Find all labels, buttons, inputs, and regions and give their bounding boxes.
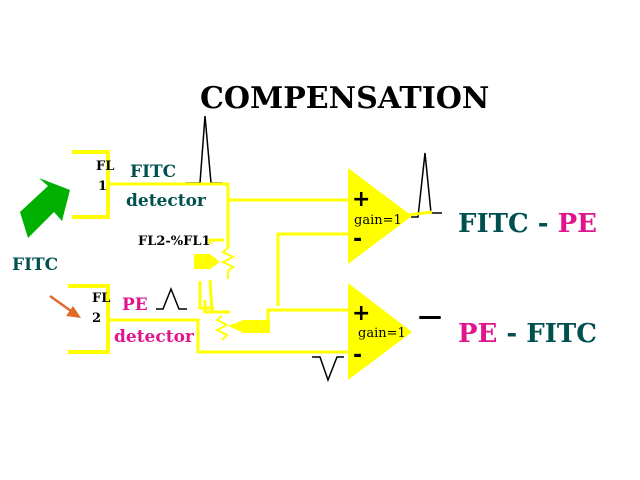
amp1-plus: + [352, 187, 370, 212]
amp2-plus: + [352, 301, 370, 326]
output-fitc-peak-icon [411, 152, 442, 218]
detector2-dye: PE [122, 295, 148, 315]
fitc-peak-icon [186, 115, 222, 184]
detector1-label: detector [126, 191, 207, 211]
fitc-light-arrow-icon [20, 178, 70, 238]
output2-pe: PE [458, 319, 497, 349]
detector1-fl-label: FL [96, 159, 114, 174]
detector1-fl-number: 1 [98, 179, 107, 194]
output1-label: FITC - PE [458, 209, 597, 239]
output2-fitc: FITC [526, 319, 597, 349]
amp2-output-dash: — [418, 302, 442, 330]
amplifier-2 [348, 283, 412, 380]
compensation-setting-label: FL2-%FL1 [138, 234, 211, 249]
pe-peak-icon [156, 286, 187, 310]
amplifier-1 [348, 168, 412, 264]
inverted-peak-icon [312, 356, 344, 383]
pe-light-arrow-shaft [49, 294, 72, 313]
detector1-dye: FITC [130, 162, 176, 182]
amp2-minus: - [353, 343, 362, 368]
pe-pointer-arrowhead [228, 320, 244, 333]
wiring [108, 182, 433, 354]
input-fitc-label: FITC [12, 255, 58, 275]
fl2-pointer-arrow [194, 254, 220, 269]
output1-separator: - [529, 209, 558, 239]
diagram-title: COMPENSATION [200, 81, 489, 116]
output1-fitc: FITC [458, 209, 529, 239]
pe-pointer-arrow-body [242, 320, 270, 333]
pe-light-arrow-icon [66, 306, 81, 318]
amp1-minus: - [353, 227, 362, 252]
output2-separator: - [497, 319, 526, 349]
output2-label: PE - FITC [458, 319, 597, 349]
resistor-2-icon [214, 315, 230, 341]
amp2-gain: gain=1 [358, 326, 406, 341]
output1-pe: PE [558, 209, 597, 239]
detector2-fl-number: 2 [92, 311, 101, 326]
detector2-fl-label: FL [92, 291, 110, 306]
resistor-1-icon [220, 247, 236, 279]
amp1-gain: gain=1 [354, 213, 402, 228]
detector2-label: detector [114, 327, 195, 347]
